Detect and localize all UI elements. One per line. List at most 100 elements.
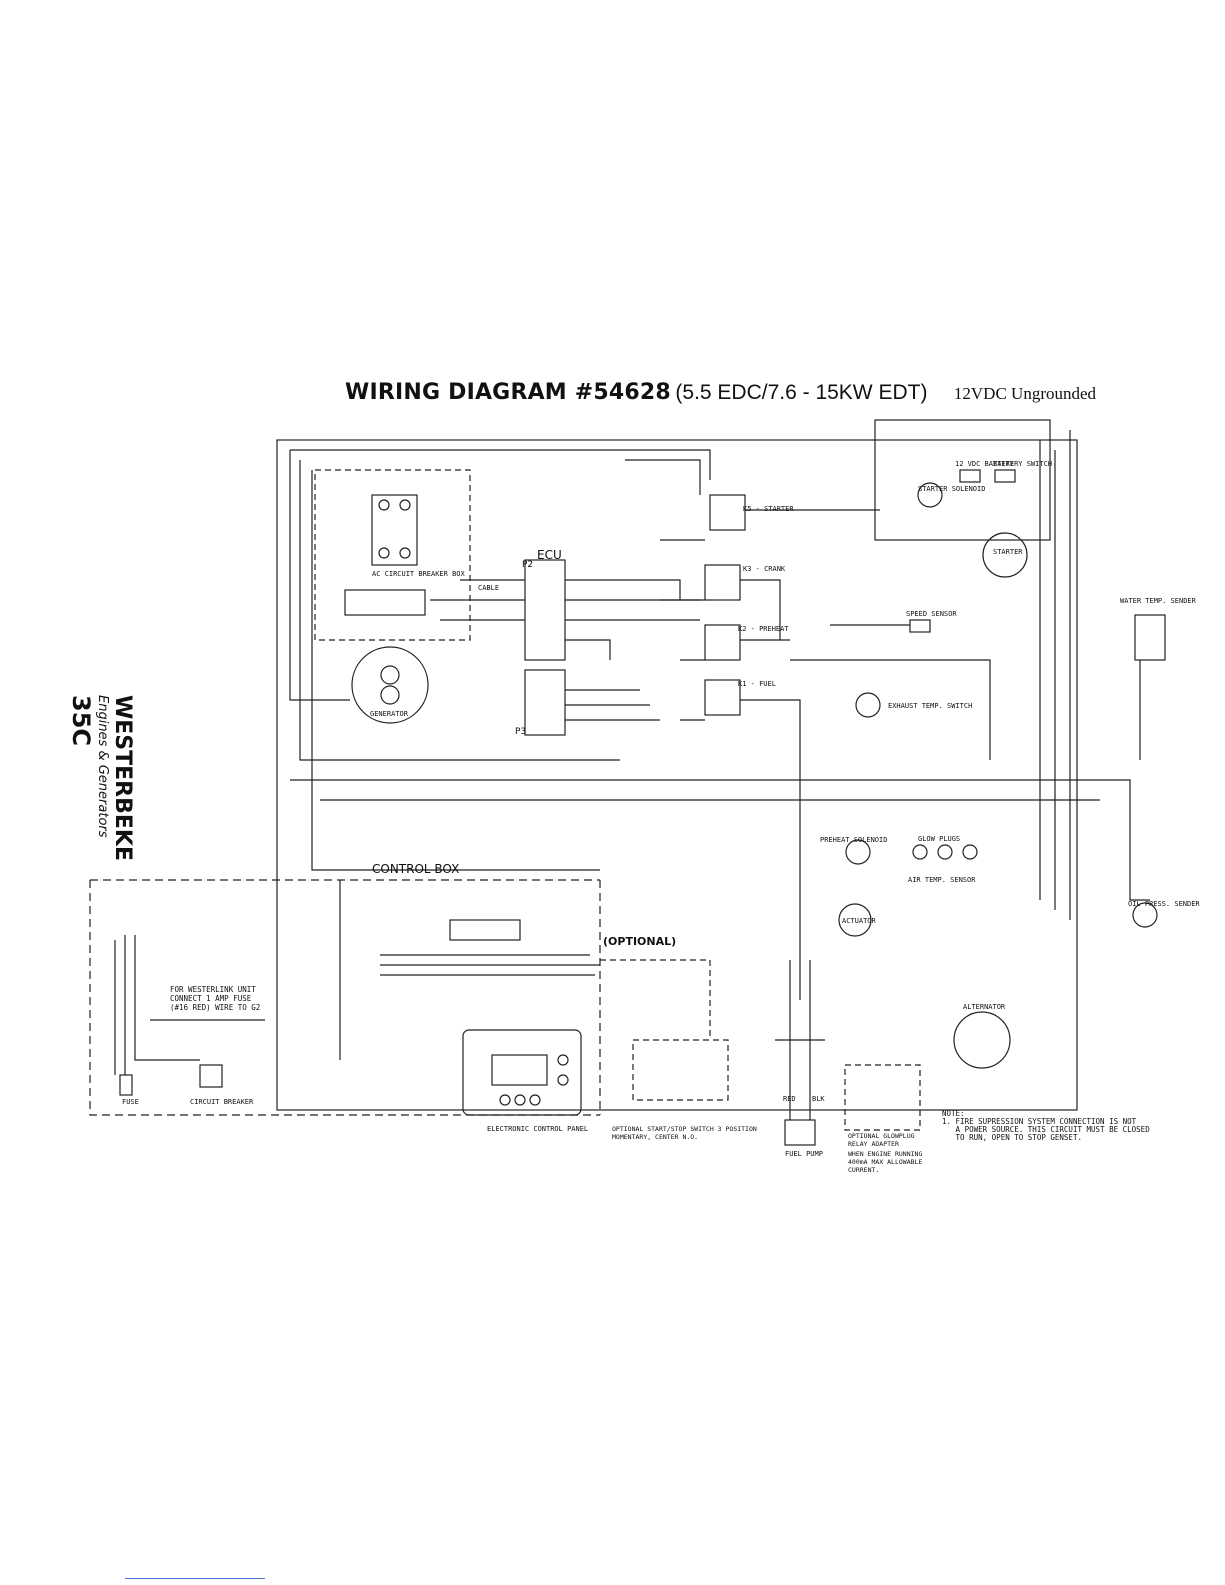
glow-plugs-label: GLOW PLUGS	[918, 835, 961, 843]
fuse-box	[119, 1074, 133, 1096]
preheat-solenoid-symbol	[845, 839, 871, 865]
circuit-breaker-box	[199, 1064, 223, 1088]
generator-label: GENERATOR	[370, 710, 408, 718]
fuel-pump-wires	[775, 960, 825, 1120]
ecu-wires-right	[565, 579, 700, 660]
terminal-strip	[344, 589, 426, 616]
circuit-breaker-label: CIRCUIT BREAKER	[190, 1098, 254, 1106]
optional-switch-box	[632, 1039, 729, 1101]
exhaust-switch-symbol	[855, 692, 881, 718]
coil-icon	[380, 685, 400, 705]
bus-wire-a	[290, 779, 1150, 901]
battery-box	[959, 469, 981, 483]
relay-k5	[709, 494, 746, 531]
k5-label: K5 - STARTER	[743, 505, 794, 513]
panel-button-icon	[499, 1094, 511, 1106]
panel-frame	[462, 1029, 582, 1116]
footer-link[interactable]	[125, 1578, 265, 1579]
starter-motor-symbol	[982, 532, 1028, 578]
generator-symbol	[351, 646, 429, 724]
wire-top	[290, 449, 711, 480]
wire-left-b	[299, 460, 620, 761]
left-wires	[114, 935, 200, 1075]
fuel-pump-label: FUEL PUMP	[785, 1150, 823, 1158]
panel-button-icon	[514, 1094, 526, 1106]
title-voltage: 12VDC Ungrounded	[953, 384, 1097, 403]
ecu-p3	[524, 669, 566, 736]
battery-label: 12 VDC BATTERY	[955, 460, 1015, 468]
air-temp-label: AIR TEMP. SENSOR	[908, 876, 976, 884]
relay-wires	[625, 459, 705, 721]
title-models: (5.5 EDC/7.6 - 15KW EDT)	[675, 381, 928, 404]
blk-wire-label: BLK	[812, 1095, 825, 1103]
starter-solenoid-symbol	[917, 482, 943, 508]
glowplug-relay-label: OPTIONAL GLOWPLUG RELAY ADAPTER	[848, 1132, 915, 1148]
fire-suppression-note: NOTE: 1. FIRE SUPRESSION SYSTEM CONNECTI…	[942, 1109, 1150, 1142]
exhaust-switch-label: EXHAUST TEMP. SWITCH	[888, 702, 973, 710]
wire-left-c	[311, 470, 600, 871]
relay-k3	[704, 564, 741, 601]
panel-button-icon	[557, 1054, 569, 1066]
fuse-label: FUSE	[122, 1098, 139, 1106]
ecu-wires-left	[430, 579, 525, 621]
fuel-pump-box	[784, 1119, 816, 1146]
diagram-title: WIRING DIAGRAM #54628 (5.5 EDC/7.6 - 15K…	[345, 380, 1096, 405]
relay-k1	[704, 679, 741, 716]
ac-box	[314, 469, 471, 641]
oil-sender-label: OIL PRESS. SENDER	[1128, 900, 1200, 908]
connector-block	[449, 919, 521, 941]
start-stop-label: OPTIONAL START/STOP SWITCH 3 POSITION MO…	[612, 1125, 757, 1141]
water-temp-label: WATER TEMP. SENDER	[1120, 597, 1196, 605]
panel-button-icon	[529, 1094, 541, 1106]
right-bundle	[1039, 430, 1071, 920]
ac-box-label: AC CIRCUIT BREAKER BOX	[372, 570, 465, 578]
optional-label: (OPTIONAL)	[603, 935, 677, 948]
panel-label: ELECTRONIC CONTROL PANEL	[487, 1125, 589, 1133]
oil-sender-symbol	[1132, 902, 1158, 928]
panel-wires	[380, 954, 600, 976]
speed-sensor	[909, 619, 931, 633]
control-box-outline	[89, 879, 601, 1116]
actuator-label: ACTUATOR	[842, 917, 876, 925]
title-main: WIRING DIAGRAM #54628	[345, 380, 671, 405]
k2-label: K2 - PREHEAT	[738, 625, 789, 633]
glow-plug-icon	[937, 844, 953, 860]
when-engine-label: WHEN ENGINE RUNNING 400mA MAX ALLOWABLE …	[848, 1150, 923, 1174]
battery-switch-label: BATTERY SWITCH	[993, 460, 1053, 468]
relay-out-wires	[740, 509, 880, 1000]
speed-sensor-label: SPEED SENSOR	[906, 610, 957, 618]
optional-wire	[600, 959, 711, 1040]
glow-plug-icon	[962, 844, 978, 860]
breaker	[371, 494, 418, 566]
red-wire-label: RED	[783, 1095, 796, 1103]
starter-harness	[874, 419, 1051, 541]
p2-label: P2	[522, 560, 534, 570]
k3-label: K3 - CRANK	[743, 565, 786, 573]
coil-icon	[380, 665, 400, 685]
preheat-solenoid-label: PREHEAT SOLENOID	[820, 836, 888, 844]
glow-plug-icon	[912, 844, 928, 860]
glowplug-relay-box	[844, 1064, 921, 1131]
starter-solenoid-label: STARTER SOLENOID	[918, 485, 986, 493]
alternator-symbol	[953, 1011, 1011, 1069]
panel-display	[491, 1054, 548, 1086]
terminal	[399, 499, 411, 511]
starter-label: STARTER	[993, 548, 1023, 556]
control-box-label: CONTROL BOX	[372, 862, 460, 876]
harness-outline	[276, 439, 1078, 1111]
relay-k2	[704, 624, 741, 661]
terminal	[378, 547, 390, 559]
water-sender-box	[1134, 614, 1166, 661]
terminal	[399, 547, 411, 559]
sensor-wires	[790, 624, 991, 760]
terminal	[378, 499, 390, 511]
ecu-wires-p3	[565, 689, 660, 721]
actuator-symbol	[838, 903, 872, 937]
wire-left-a	[289, 450, 350, 701]
ecu-label: ECU	[537, 548, 562, 562]
p3-label: P3	[515, 727, 527, 737]
alternator-label: ALTERNATOR	[963, 1003, 1006, 1011]
cable-label: CABLE	[478, 584, 500, 592]
panel-button-icon	[557, 1074, 569, 1086]
